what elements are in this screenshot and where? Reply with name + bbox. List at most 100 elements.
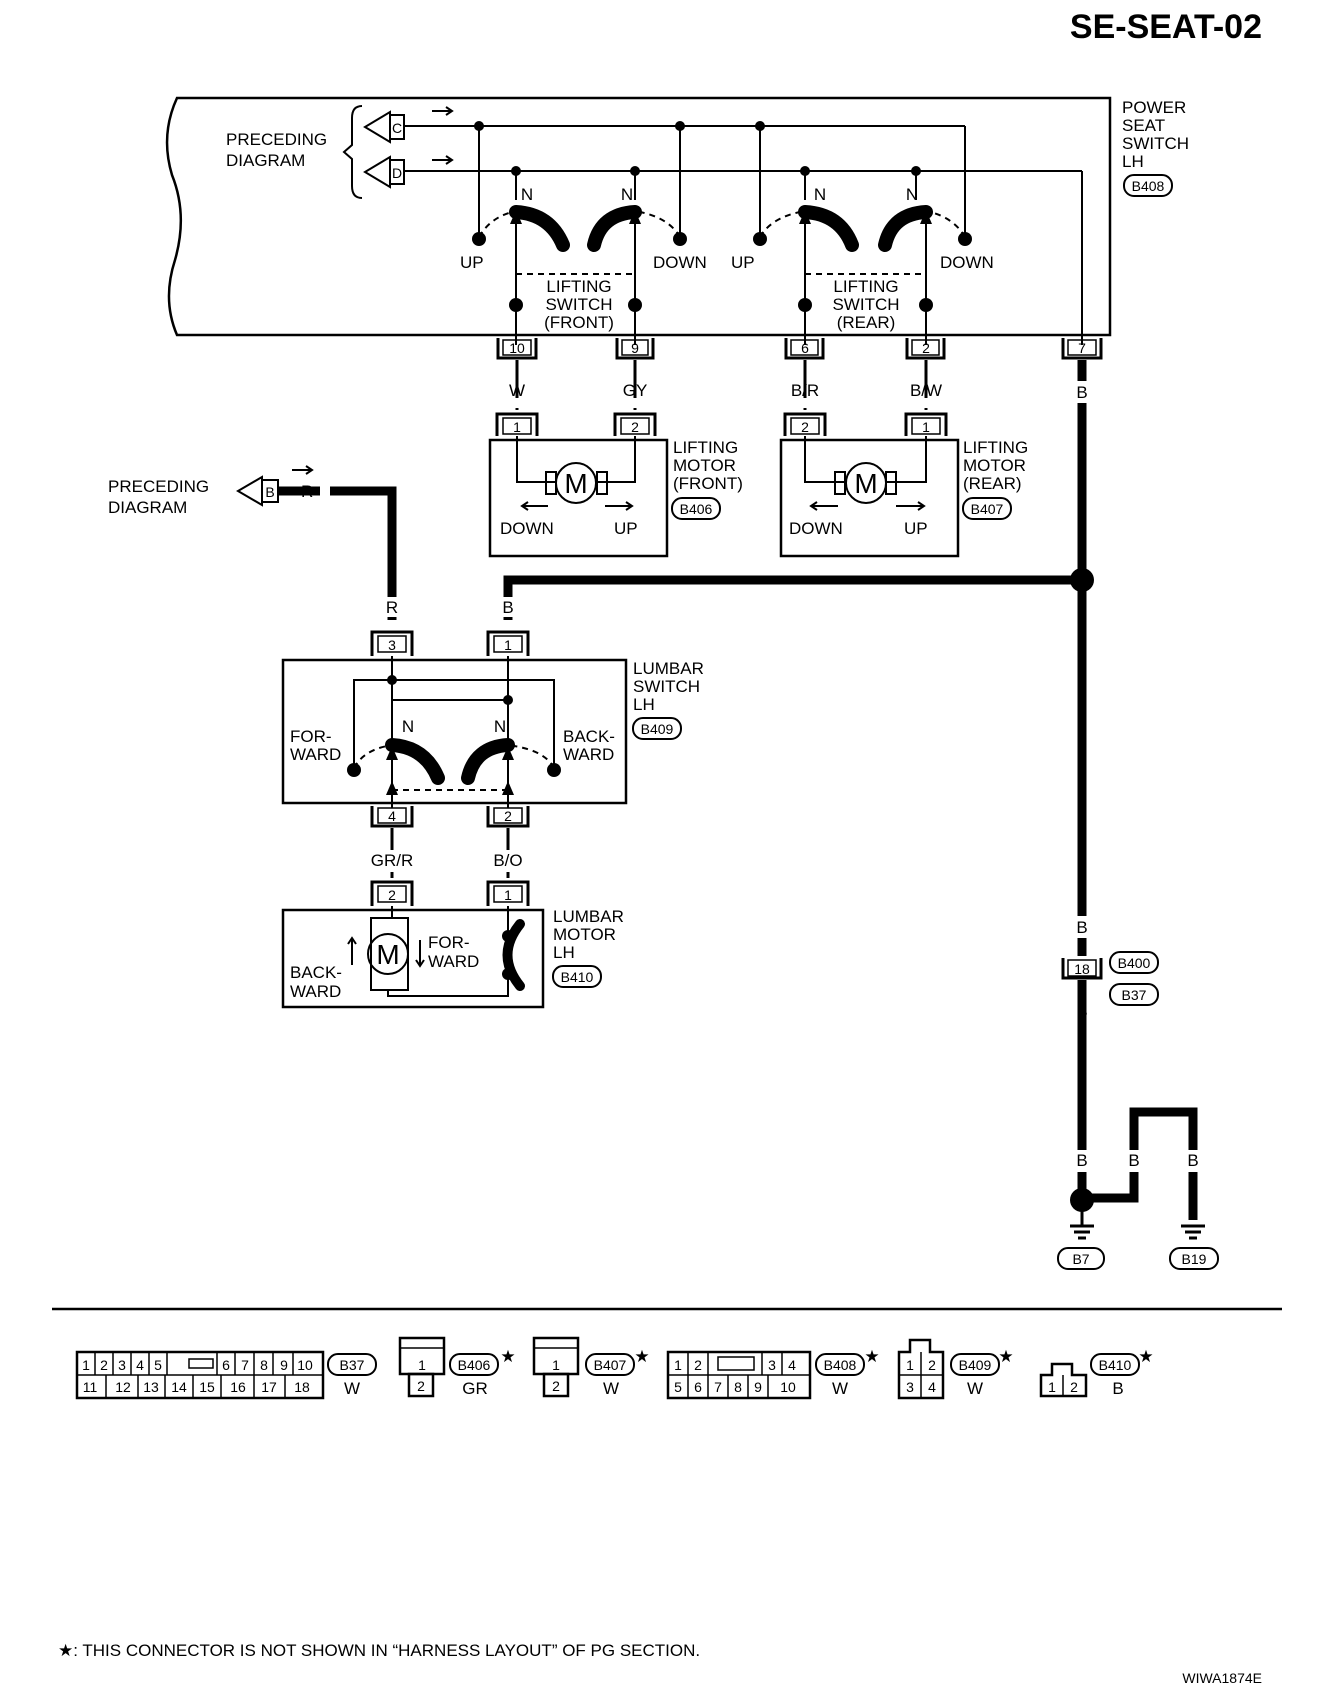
- svg-text:B410: B410: [561, 969, 594, 985]
- svg-text:LIFTING: LIFTING: [546, 277, 611, 296]
- svg-text:4: 4: [388, 808, 396, 824]
- svg-text:B408: B408: [1132, 178, 1165, 194]
- svg-text:DOWN: DOWN: [940, 253, 994, 272]
- pin-b408-7: 7: [714, 1379, 722, 1395]
- svg-text:2: 2: [417, 1378, 425, 1394]
- pin-b37-14: 14: [171, 1379, 187, 1395]
- pss-pin-10: 10: [496, 338, 538, 360]
- svg-text:1: 1: [418, 1357, 426, 1373]
- svg-text:WARD: WARD: [428, 952, 479, 971]
- svg-text:N: N: [521, 185, 533, 204]
- wire-label-br: B/R: [791, 381, 819, 400]
- bus-d: [404, 166, 1083, 345]
- svg-text:SWITCH: SWITCH: [1122, 134, 1189, 153]
- pin-b408-1: 1: [674, 1357, 682, 1373]
- svg-text:B37: B37: [340, 1357, 365, 1373]
- svg-text:1: 1: [504, 637, 512, 653]
- svg-text:1: 1: [504, 887, 512, 903]
- svg-text:D: D: [392, 165, 402, 181]
- lifting-switch-rear: N N UP DOWN LIFTING SWITCH (REAR): [731, 185, 994, 345]
- svg-text:1: 1: [513, 419, 521, 435]
- svg-text:B409: B409: [959, 1357, 992, 1373]
- svg-text:SEAT: SEAT: [1122, 116, 1165, 135]
- pin-b37-12: 12: [115, 1379, 131, 1395]
- svg-text:MOTOR: MOTOR: [553, 925, 616, 944]
- svg-text:(REAR): (REAR): [837, 313, 896, 332]
- svg-text:1: 1: [922, 419, 930, 435]
- legend-b406: 1 2 B406 ★ GR: [398, 1336, 516, 1398]
- svg-text:LH: LH: [633, 695, 655, 714]
- svg-text:N: N: [814, 185, 826, 204]
- svg-text:★: ★: [500, 1347, 515, 1366]
- arrow-left-icon: [520, 501, 548, 511]
- pss-pin-2: 2: [905, 338, 946, 360]
- svg-text:UP: UP: [614, 519, 638, 538]
- pin-b37-6: 6: [222, 1357, 230, 1373]
- svg-text:DOWN: DOWN: [789, 519, 843, 538]
- svg-text:3: 3: [906, 1379, 914, 1395]
- svg-text:10: 10: [509, 340, 525, 356]
- pin-b37-16: 16: [230, 1379, 246, 1395]
- wire-label-gy: GY: [623, 381, 648, 400]
- svg-text:GR: GR: [462, 1379, 488, 1398]
- svg-text:(FRONT): (FRONT): [673, 474, 743, 493]
- preceding-connector-c: C: [363, 110, 405, 144]
- svg-text:WARD: WARD: [290, 982, 341, 1001]
- pin-b37-10: 10: [297, 1357, 313, 1373]
- svg-text:SWITCH: SWITCH: [545, 295, 612, 314]
- svg-text:M: M: [564, 468, 587, 499]
- svg-text:2: 2: [504, 808, 512, 824]
- lumbar-switch: 3 1 N N FOR- WARD BACK- WARD LUMBAR SWIT…: [281, 630, 704, 828]
- svg-text:B406: B406: [458, 1357, 491, 1373]
- pin-b408-10: 10: [780, 1379, 796, 1395]
- svg-text:★: ★: [634, 1347, 649, 1366]
- svg-text:FOR-: FOR-: [428, 933, 470, 952]
- svg-text:B37: B37: [1122, 987, 1147, 1003]
- svg-text:9: 9: [631, 340, 639, 356]
- svg-text:WARD: WARD: [290, 745, 341, 764]
- svg-text:B: B: [1112, 1379, 1123, 1398]
- arrow-left-icon: [809, 501, 838, 511]
- arrow-right-icon: [292, 465, 314, 475]
- svg-text:★: ★: [864, 1347, 879, 1366]
- svg-text:LH: LH: [553, 943, 575, 962]
- svg-text:SWITCH: SWITCH: [633, 677, 700, 696]
- svg-text:7: 7: [1078, 340, 1086, 356]
- arrow-up-icon: [347, 936, 357, 965]
- pin-b37-15: 15: [199, 1379, 215, 1395]
- svg-text:B410: B410: [1099, 1357, 1132, 1373]
- lifting-switch-front: N N UP DOWN LIFTING SWITCH (FRONT): [460, 185, 707, 345]
- pin-b37-18: 18: [294, 1379, 310, 1395]
- svg-text:MOTOR: MOTOR: [963, 456, 1026, 475]
- svg-text:B400: B400: [1118, 955, 1151, 971]
- page-id: SE-SEAT-02: [1070, 8, 1262, 46]
- svg-text:FOR-: FOR-: [290, 727, 332, 746]
- preceding-diagram-b-label-2: DIAGRAM: [108, 498, 187, 517]
- svg-text:B: B: [1128, 1151, 1139, 1170]
- svg-text:LUMBAR: LUMBAR: [553, 907, 624, 926]
- svg-text:M: M: [854, 468, 877, 499]
- legend-b410: 1 2 B410 ★ B: [1039, 1347, 1154, 1398]
- ground-network: B B B B7 B19: [1057, 980, 1219, 1270]
- pin-b408-5: 5: [674, 1379, 682, 1395]
- svg-text:DOWN: DOWN: [500, 519, 554, 538]
- pin-b408-8: 8: [734, 1379, 742, 1395]
- preceding-diagram-b-label-1: PRECEDING: [108, 477, 209, 496]
- wire-label-w: W: [509, 381, 525, 400]
- svg-text:UP: UP: [731, 253, 755, 272]
- wire-label-r: R: [386, 598, 398, 617]
- svg-text:W: W: [603, 1379, 619, 1398]
- pin-b408-4: 4: [788, 1357, 796, 1373]
- pin-b37-13: 13: [143, 1379, 159, 1395]
- svg-text:18: 18: [1074, 961, 1090, 977]
- pin-b37-9: 9: [280, 1357, 288, 1373]
- svg-text:W: W: [344, 1379, 360, 1398]
- svg-text:M: M: [376, 939, 399, 970]
- power-seat-switch-label: POWER SEAT SWITCH LH B408: [1122, 98, 1189, 197]
- pin-b37-8: 8: [260, 1357, 268, 1373]
- svg-text:B409: B409: [641, 721, 674, 737]
- svg-text:B408: B408: [824, 1357, 857, 1373]
- wire-label-grr: GR/R: [371, 851, 414, 870]
